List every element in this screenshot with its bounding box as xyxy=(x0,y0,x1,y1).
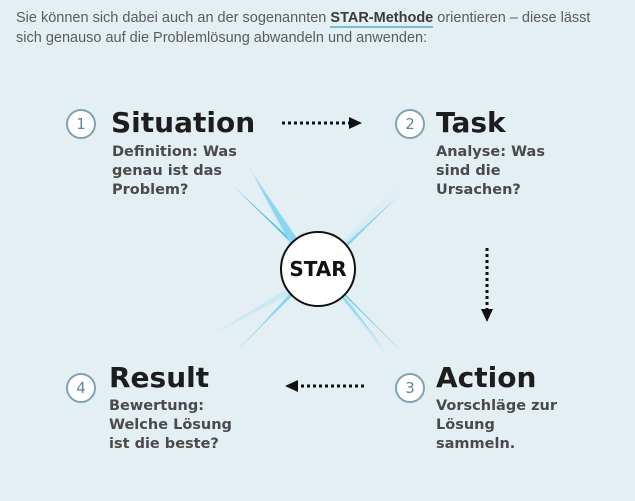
step-number-1: 1 xyxy=(66,109,96,139)
step-desc-action: Vorschläge zur Lösung sammeln. xyxy=(436,397,557,454)
dotted-arrow-down-icon xyxy=(481,248,493,322)
star-method-link[interactable]: STAR-Methode xyxy=(330,10,434,28)
desc-line: sammeln. xyxy=(436,436,516,452)
dotted-arrow-right-icon xyxy=(282,117,362,129)
desc-line: Lösung xyxy=(436,417,495,433)
desc-line: ist die beste? xyxy=(109,436,219,452)
step-title-task: Task xyxy=(436,106,506,139)
step-title-action: Action xyxy=(436,361,537,394)
desc-line: Welche Lösung xyxy=(109,417,232,433)
desc-line: genau ist das xyxy=(112,163,223,179)
step-title-result: Result xyxy=(109,361,210,394)
desc-line: sind die xyxy=(436,163,501,179)
step-number-3: 3 xyxy=(395,373,425,403)
desc-line: Definition: Was xyxy=(112,144,237,160)
center-circle xyxy=(280,231,356,307)
center-label: STAR xyxy=(289,257,347,281)
intro-text-before: Sie können sich dabei auch an der sogena… xyxy=(16,10,331,26)
intro-text-after: orientieren – diese lässt sich genauso a… xyxy=(16,10,591,46)
intro-paragraph: Sie können sich dabei auch an der sogena… xyxy=(16,8,616,48)
step-number-2: 2 xyxy=(395,109,425,139)
desc-line: Vorschläge zur xyxy=(436,398,558,414)
step-number-4: 4 xyxy=(66,373,96,403)
desc-line: Bewertung: xyxy=(109,398,205,414)
desc-line: Problem? xyxy=(112,182,189,198)
step-desc-result: Bewertung: Welche Lösung ist die beste? xyxy=(109,397,232,454)
step-title-situation: Situation xyxy=(111,106,256,139)
desc-line: Analyse: Was xyxy=(436,144,545,160)
desc-line: Ursachen? xyxy=(436,182,521,198)
step-desc-task: Analyse: Was sind die Ursachen? xyxy=(436,143,545,200)
step-desc-situation: Definition: Was genau ist das Problem? xyxy=(112,143,237,200)
dotted-arrow-left-icon xyxy=(285,380,364,392)
star-shape xyxy=(215,165,412,360)
